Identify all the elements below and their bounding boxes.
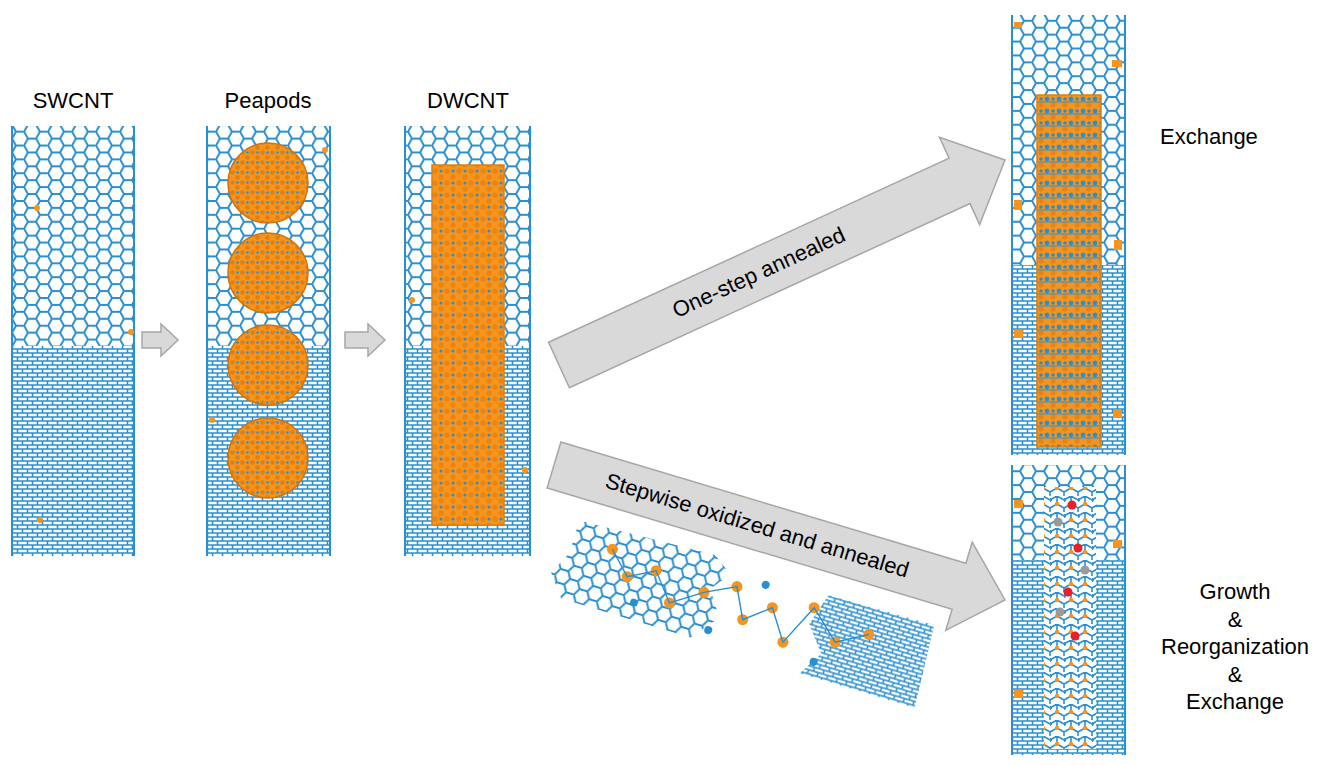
inner-tube bbox=[432, 165, 504, 525]
lattice-dense bbox=[12, 346, 134, 556]
defect-atom bbox=[1014, 690, 1023, 698]
inner-chain bbox=[1044, 487, 1096, 749]
tube-wall bbox=[1011, 15, 1013, 455]
hydrogen-atom bbox=[1056, 608, 1065, 617]
growth-tube bbox=[1012, 465, 1125, 755]
tube-wall bbox=[206, 126, 208, 556]
lattice-hex bbox=[207, 126, 330, 346]
tube-wall bbox=[11, 126, 13, 556]
block-arrow bbox=[345, 324, 385, 356]
hydrogen-atom bbox=[1054, 518, 1063, 527]
defect-atom bbox=[1014, 200, 1022, 210]
arrow-label: One-step annealed bbox=[669, 222, 850, 324]
inner-ground bbox=[1044, 487, 1096, 749]
tube-label: SWCNT bbox=[8, 88, 138, 114]
tube-wall bbox=[329, 126, 331, 556]
tube-label: Exchange bbox=[1160, 124, 1258, 150]
tube-node: Peapods bbox=[203, 88, 333, 558]
lattice-hex bbox=[12, 126, 134, 346]
defect-atom bbox=[128, 329, 134, 335]
tube-node: Growth & Reorganization & Exchange bbox=[1010, 462, 1328, 758]
peapod-tube bbox=[207, 126, 330, 556]
oxygen-atom bbox=[1071, 632, 1080, 641]
tube-fragment bbox=[795, 590, 939, 707]
defect-atom bbox=[1014, 330, 1023, 338]
tube-label: Peapods bbox=[203, 88, 333, 114]
defect-atom bbox=[209, 417, 215, 423]
defect-atom bbox=[1014, 22, 1022, 28]
defect-atom bbox=[1014, 500, 1023, 508]
oxygen-atom bbox=[1068, 501, 1077, 510]
defect-atom bbox=[37, 517, 43, 523]
defect-atom bbox=[1114, 240, 1122, 250]
block-arrow bbox=[142, 324, 178, 356]
tube-wall bbox=[133, 126, 135, 556]
arrow-label: Stepwise oxidized and annealed bbox=[602, 468, 912, 584]
dwcnt-tube bbox=[405, 126, 530, 556]
fullerene bbox=[228, 325, 308, 405]
fullerene bbox=[228, 143, 308, 223]
carbon-atom-blue bbox=[761, 580, 771, 590]
exchange-tube bbox=[1012, 15, 1125, 455]
oxygen-atom bbox=[1074, 544, 1083, 553]
fullerene bbox=[228, 233, 308, 313]
defect-atom bbox=[34, 205, 40, 211]
tube-label: DWCNT bbox=[402, 88, 534, 114]
block-arrow bbox=[549, 137, 1005, 387]
defect-atom bbox=[409, 297, 415, 303]
carbon-atom-blue bbox=[809, 657, 819, 667]
tube-wall bbox=[1124, 465, 1126, 755]
oxygen-atom bbox=[1064, 588, 1073, 597]
tube-node: DWCNT bbox=[402, 88, 534, 558]
tube-wall bbox=[1011, 465, 1013, 755]
defect-atom bbox=[1112, 60, 1122, 67]
defect-atom bbox=[322, 147, 328, 153]
carbon-atom-blue bbox=[703, 625, 713, 635]
fullerene bbox=[228, 418, 308, 498]
tube-node: Exchange bbox=[1010, 12, 1310, 458]
hydrogen-atom bbox=[1081, 566, 1090, 575]
tube-node: SWCNT bbox=[8, 88, 138, 558]
defect-atom bbox=[1113, 410, 1122, 418]
swcnt-tube bbox=[12, 126, 134, 556]
defect-atom bbox=[522, 467, 528, 473]
inner-tube bbox=[1037, 95, 1101, 447]
tube-label: Growth & Reorganization & Exchange bbox=[1145, 578, 1325, 716]
tube-wall bbox=[1124, 15, 1126, 455]
defect-atom bbox=[1113, 540, 1122, 548]
tube-wall bbox=[529, 126, 531, 556]
tube-wall bbox=[404, 126, 406, 556]
carbon-atom-blue bbox=[629, 598, 639, 608]
block-arrow bbox=[547, 442, 1005, 630]
